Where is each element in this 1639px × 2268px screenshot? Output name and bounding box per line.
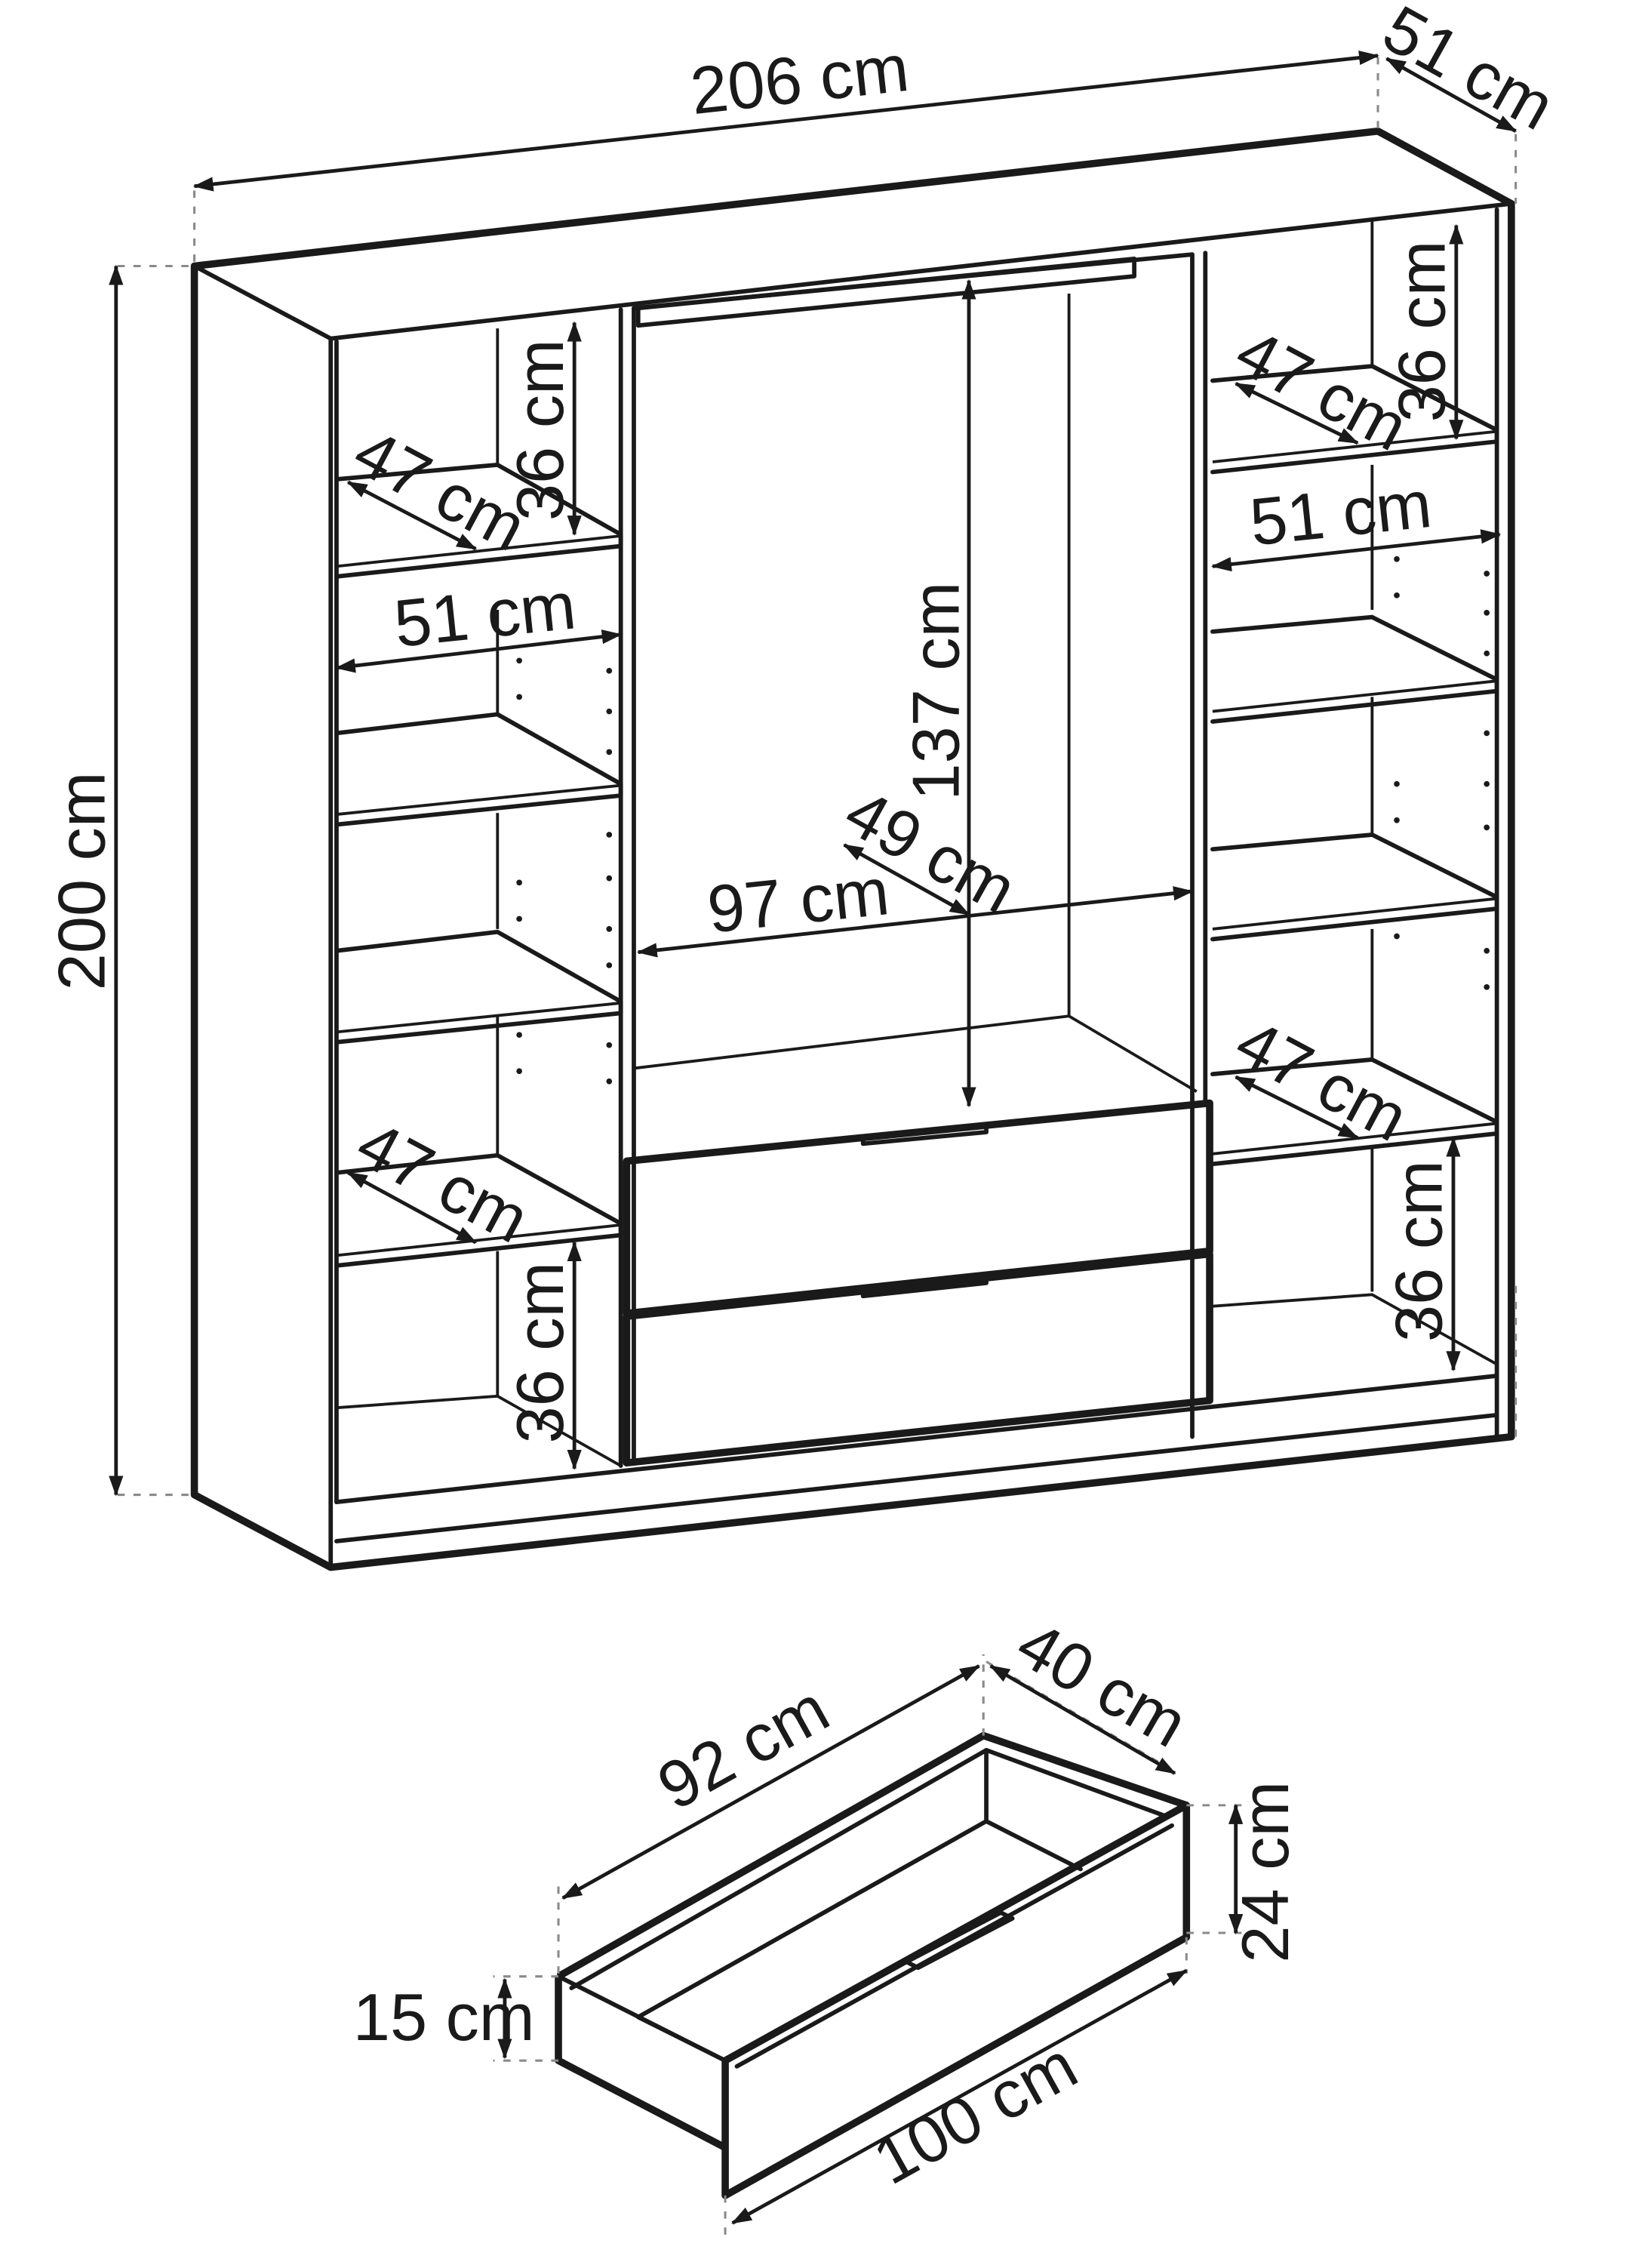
wardrobe-body xyxy=(190,127,1515,1571)
right-bottom-compartment-height-label: 36 cm xyxy=(1382,1160,1456,1342)
drawer-handle-upper xyxy=(860,1124,989,1146)
overall-depth-label: 51 cm xyxy=(1371,0,1567,144)
right-inner-width-line xyxy=(1210,529,1502,572)
drawer-handle-lower xyxy=(860,1275,989,1299)
left-shelf-depth-bottom-label: 47 cm xyxy=(346,1106,541,1257)
drawer-side-height-label: 15 cm xyxy=(353,1980,535,2054)
right-shelf-depth-bottom-line xyxy=(1234,1075,1359,1140)
drawer-inner-depth-line xyxy=(989,1664,1176,1775)
left-inner-width-label: 51 cm xyxy=(391,568,580,661)
center-hanging-height-label: 137 cm xyxy=(899,582,973,801)
right-shelf-depth-top-line xyxy=(1234,382,1359,445)
left-bottom-compartment-height-label: 36 cm xyxy=(503,1262,577,1444)
drawer-detail: 92 cm 40 cm 24 cm 15 cm 100 cm xyxy=(353,1606,1302,2235)
drawer-inner-length-label: 92 cm xyxy=(645,1671,841,1824)
overall-width-line xyxy=(192,50,1379,192)
left-inner-width-line xyxy=(335,629,623,673)
drawer-front-length-line xyxy=(730,1968,1188,2225)
right-shelf-depth-bottom-label: 47 cm xyxy=(1224,1005,1419,1156)
left-top-compartment-height-label: 36 cm xyxy=(503,339,577,521)
drawer-front-height-label: 24 cm xyxy=(1228,1781,1302,1963)
drawer-front-lower xyxy=(623,1250,1213,1467)
center-column xyxy=(623,251,1213,1467)
wardrobe-plinth xyxy=(334,1374,1499,1543)
drawer-inner-depth-label: 40 cm xyxy=(1005,1606,1200,1762)
hanging-rail xyxy=(635,256,1136,328)
left-shelf-depth-bottom-line xyxy=(346,1171,478,1245)
overall-depth-line xyxy=(1385,57,1518,133)
wardrobe-left-side-front-edge xyxy=(192,263,334,1570)
drawer-left-side xyxy=(555,1976,727,2151)
right-top-compartment-height-label: 36 cm xyxy=(1384,241,1459,423)
wardrobe-top-front-edge xyxy=(328,201,1514,341)
overall-width-label: 206 cm xyxy=(687,30,912,128)
drawer-front-handle xyxy=(904,1910,1015,1971)
overall-height-label: 200 cm xyxy=(44,772,118,991)
drawer-inner-length-line xyxy=(561,1664,981,1900)
center-inner-width-label: 97 cm xyxy=(704,854,893,947)
center-inner-width-line xyxy=(636,886,1194,958)
left-shelf-depth-top-line xyxy=(346,480,478,551)
